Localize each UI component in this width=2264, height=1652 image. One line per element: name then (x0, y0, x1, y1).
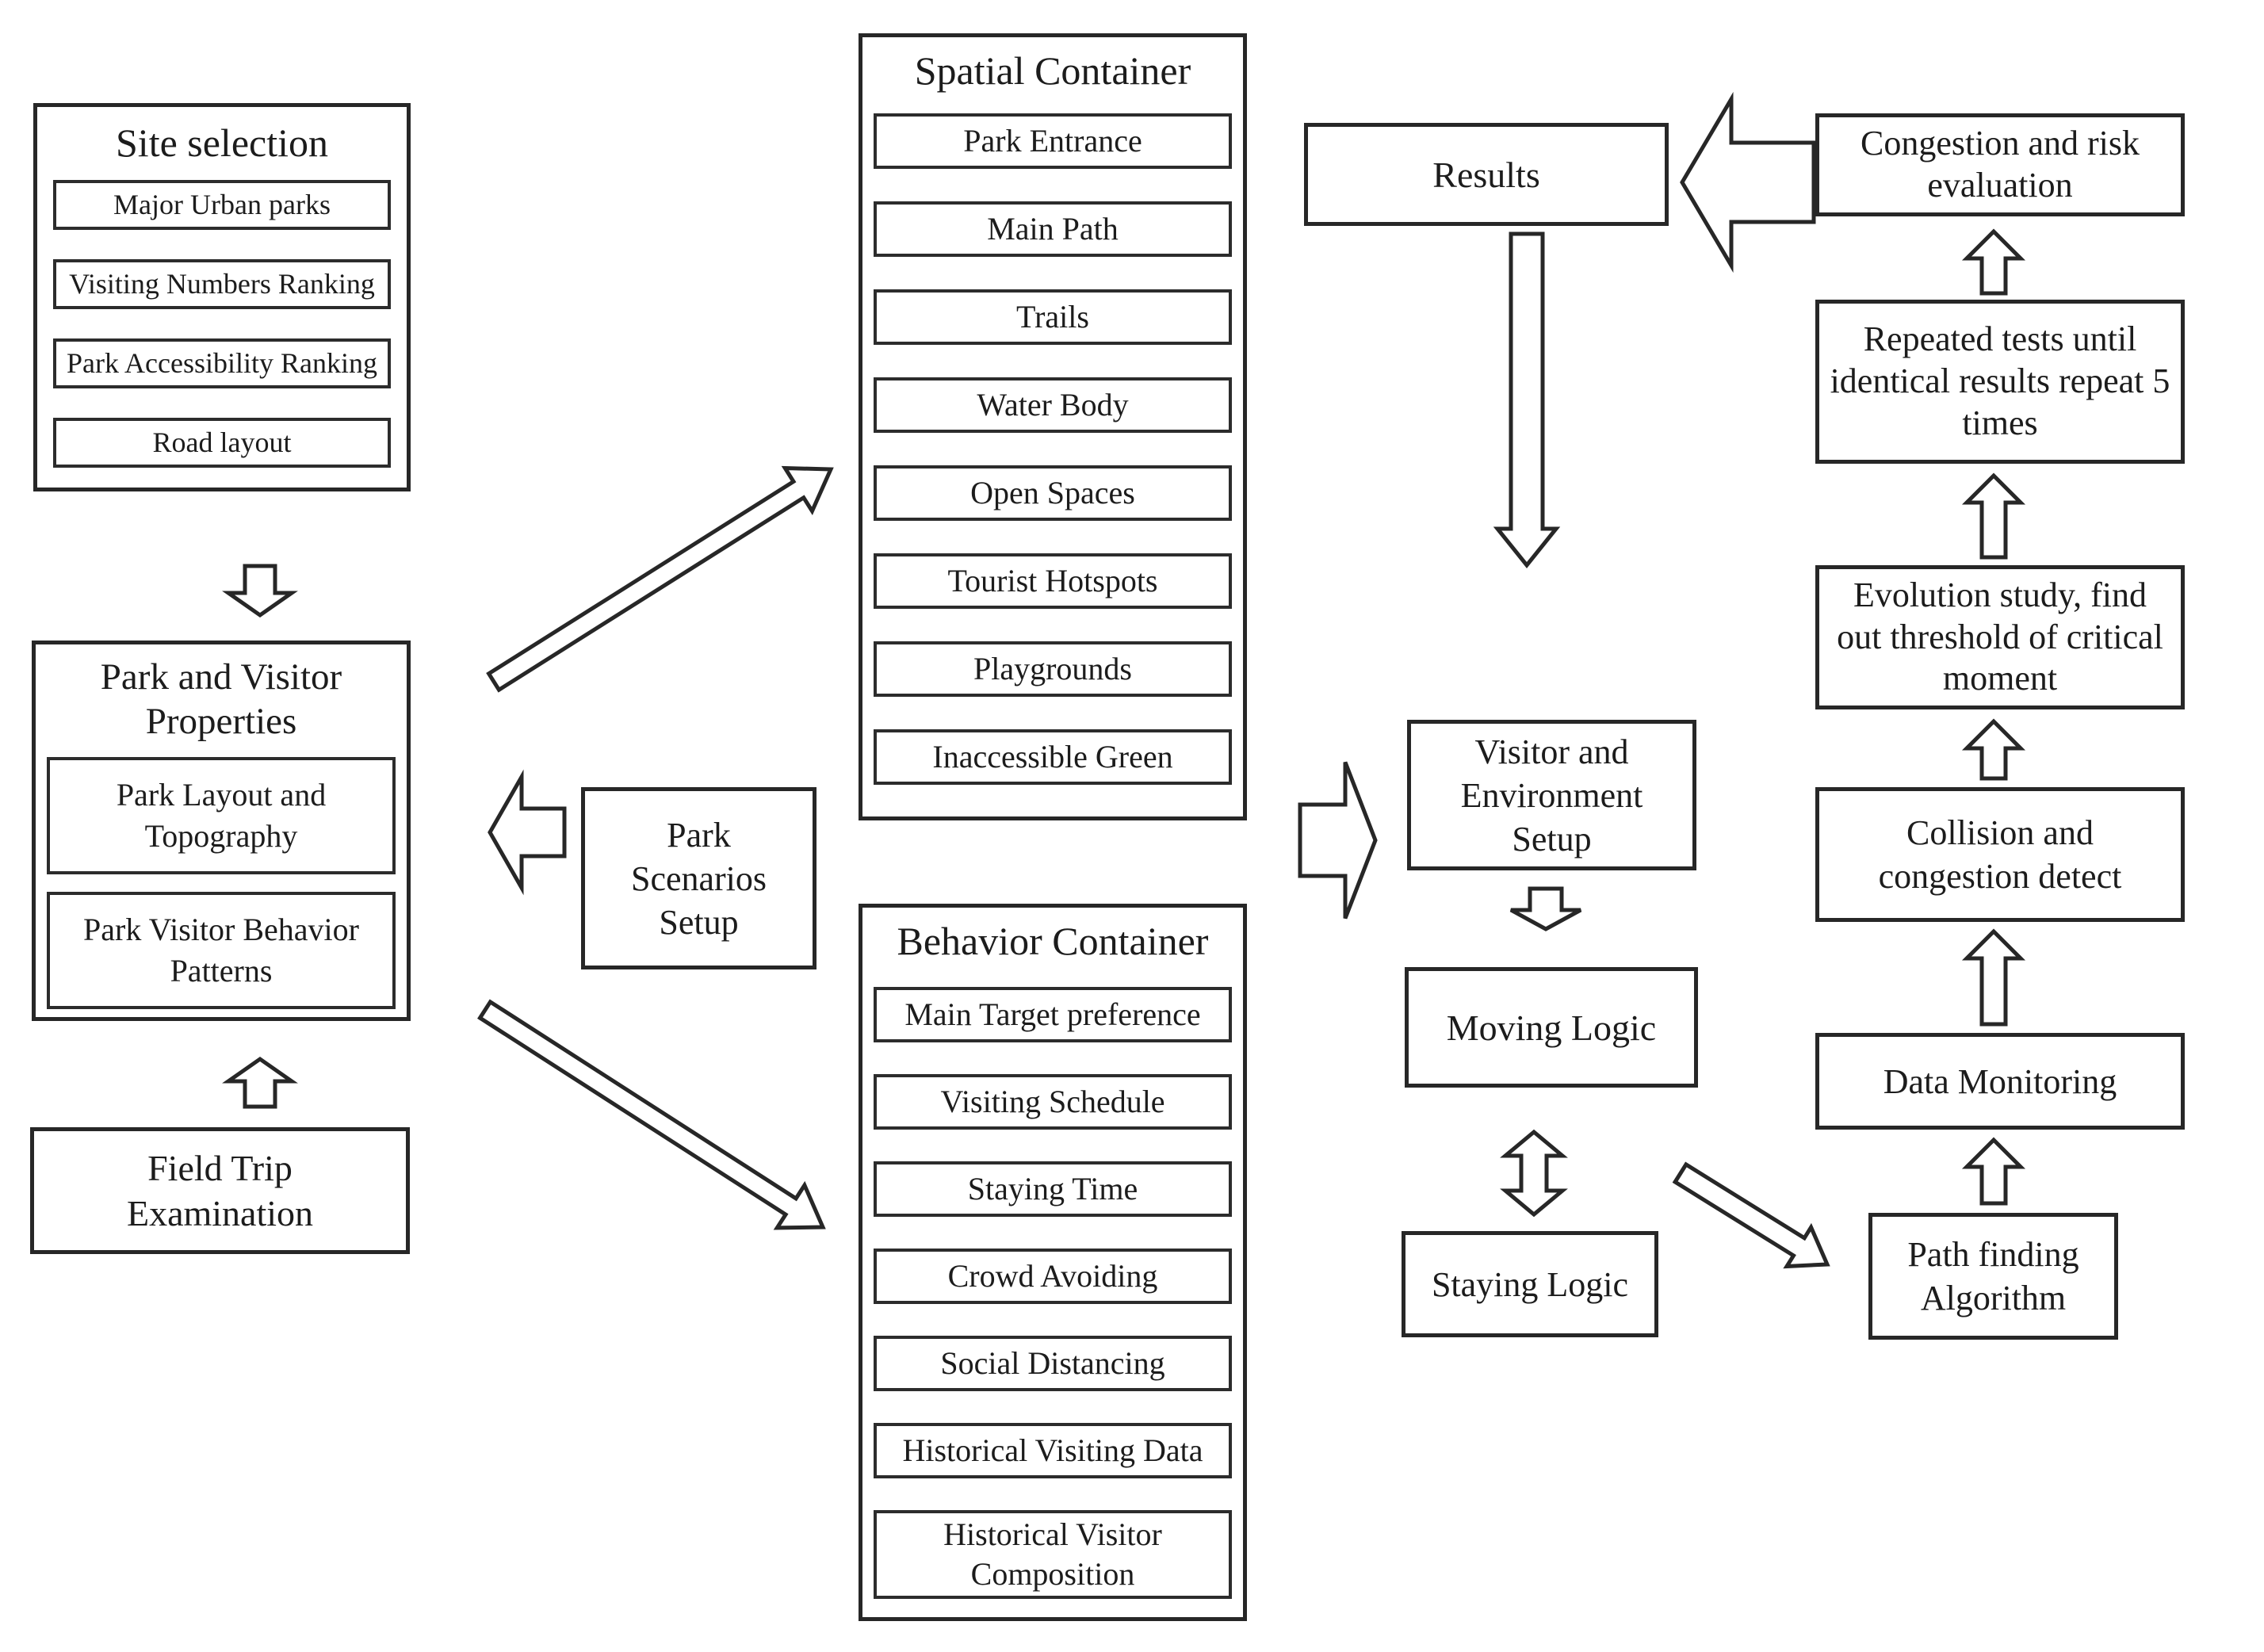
data-monitoring-label: Data Monitoring (1883, 1061, 2117, 1101)
site-selection-item: Road layout (53, 418, 391, 468)
arrow-properties-to-spatial (486, 465, 834, 693)
site-selection-box: Site selection Major Urban parks Visitin… (33, 103, 411, 491)
behavior-item: Social Distancing (874, 1336, 1232, 1391)
spatial-item: Tourist Hotspots (874, 553, 1232, 609)
site-selection-title: Site selection (116, 120, 328, 165)
congestion-risk-evaluation-label: Congestion and risk evaluation (1861, 124, 2140, 205)
arrow-evolution-to-repeated (1961, 472, 2026, 560)
behavior-item: Visiting Schedule (874, 1074, 1232, 1130)
behavior-container-box: Behavior Container Main Target preferenc… (859, 904, 1247, 1621)
results-label: Results (1432, 154, 1540, 195)
arrow-repeated-to-congestion (1961, 228, 2026, 296)
park-layout-topography-label: Park Layout and Topography (116, 777, 327, 854)
historical-visitor-composition-label: Historical Visitor Composition (943, 1516, 1162, 1592)
behavior-container-title: Behavior Container (897, 919, 1209, 963)
site-selection-item: Visiting Numbers Ranking (53, 259, 391, 309)
field-trip-examination-label: Field Trip Examination (126, 1147, 314, 1234)
behavior-item: Historical Visitor Composition (874, 1510, 1232, 1599)
arrow-containers-to-setup (1298, 761, 1378, 920)
arrow-congestion-to-results (1680, 91, 1816, 273)
park-visitor-properties-box: Park and Visitor Properties Park Layout … (32, 641, 411, 1021)
repeated-tests-box: Repeated tests until identical results r… (1815, 300, 2185, 464)
arrow-site-to-properties (222, 564, 298, 618)
path-finding-algorithm-box: Path finding Algorithm (1868, 1213, 2118, 1340)
path-finding-algorithm-label: Path finding Algorithm (1907, 1235, 2079, 1317)
arrow-moving-staying-double (1500, 1129, 1568, 1218)
evolution-study-box: Evolution study, find out threshold of c… (1815, 565, 2185, 709)
site-selection-item: Park Accessibility Ranking (53, 338, 391, 388)
repeated-tests-label: Repeated tests until identical results r… (1830, 319, 2170, 442)
arrow-results-to-setup (1493, 231, 1561, 568)
arrow-collision-to-evolution (1961, 718, 2026, 781)
arrow-properties-to-behavior (477, 999, 826, 1230)
spatial-container-title: Spatial Container (914, 48, 1191, 93)
spatial-item: Open Spaces (874, 465, 1232, 521)
park-scenarios-setup-label: Park Scenarios Setup (630, 815, 767, 942)
moving-logic-label: Moving Logic (1446, 1007, 1657, 1048)
behavior-item: Historical Visiting Data (874, 1423, 1232, 1478)
site-selection-item: Major Urban parks (53, 180, 391, 230)
results-box: Results (1304, 123, 1669, 226)
staying-logic-label: Staying Logic (1431, 1264, 1629, 1304)
collision-congestion-detect-box: Collision and congestion detect (1815, 787, 2185, 922)
visitor-environment-setup-box: Visitor and Environment Setup (1407, 720, 1696, 870)
park-visitor-properties-title: Park and Visitor Properties (86, 652, 356, 746)
staying-logic-box: Staying Logic (1402, 1231, 1658, 1337)
arrow-monitoring-to-collision (1961, 928, 2026, 1027)
park-visitor-properties-item: Park Visitor Behavior Patterns (47, 892, 396, 1009)
arrow-staying-to-pathfinding (1672, 1161, 1830, 1269)
visitor-environment-setup-label: Visitor and Environment Setup (1460, 732, 1643, 859)
spatial-item: Inaccessible Green (874, 729, 1232, 785)
park-visitor-behavior-label: Park Visitor Behavior Patterns (83, 912, 359, 989)
spatial-item: Water Body (874, 377, 1232, 433)
park-visitor-properties-item: Park Layout and Topography (47, 757, 396, 874)
spatial-container-box: Spatial Container Park Entrance Main Pat… (859, 33, 1247, 820)
behavior-item: Main Target preference (874, 987, 1232, 1042)
park-scenarios-setup-box: Park Scenarios Setup (581, 787, 816, 969)
arrow-setup-to-moving (1509, 886, 1582, 931)
arrow-pathfinding-to-monitoring (1961, 1137, 2026, 1206)
spatial-item: Trails (874, 289, 1232, 345)
arrow-fieldtrip-to-properties (222, 1056, 298, 1109)
behavior-item: Crowd Avoiding (874, 1249, 1232, 1304)
park-visitor-properties-title-text: Park and Visitor Properties (100, 656, 342, 742)
arrow-scenarios-to-properties (488, 769, 567, 896)
field-trip-examination-box: Field Trip Examination (30, 1127, 410, 1254)
moving-logic-box: Moving Logic (1405, 967, 1698, 1088)
evolution-study-label: Evolution study, find out threshold of c… (1837, 575, 2163, 698)
spatial-item: Playgrounds (874, 641, 1232, 697)
spatial-item: Park Entrance (874, 113, 1232, 169)
behavior-item: Staying Time (874, 1161, 1232, 1217)
collision-congestion-detect-label: Collision and congestion detect (1878, 813, 2122, 896)
congestion-risk-evaluation-box: Congestion and risk evaluation (1815, 113, 2185, 216)
data-monitoring-box: Data Monitoring (1815, 1033, 2185, 1130)
spatial-item: Main Path (874, 201, 1232, 257)
